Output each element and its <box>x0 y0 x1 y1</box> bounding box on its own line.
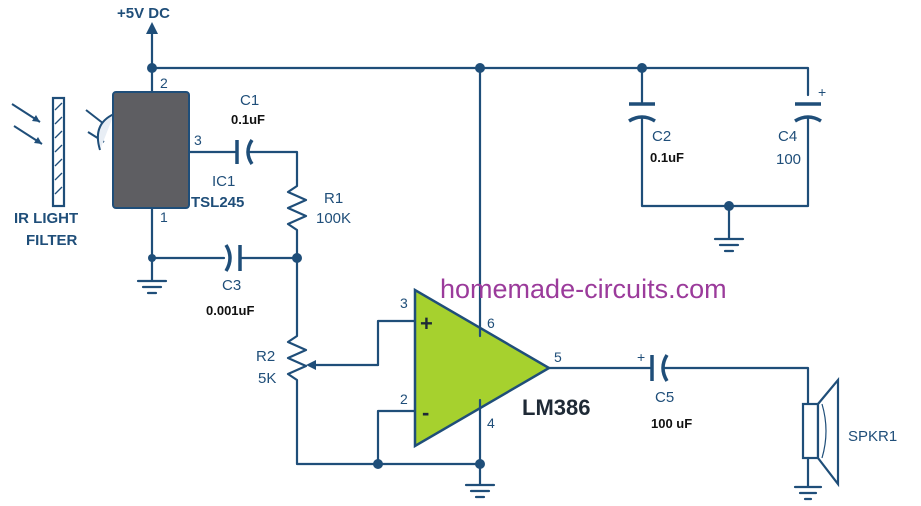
r1-resistor <box>286 178 308 260</box>
c3-value: 0.001uF <box>206 303 254 318</box>
c3-capacitor <box>224 244 242 272</box>
c2-ref: C2 <box>652 128 671 145</box>
c4-value: 100 <box>776 151 801 168</box>
filter-label-line2: FILTER <box>26 232 78 249</box>
c2-value: 0.1uF <box>650 150 684 165</box>
amp-pin6-label: 6 <box>487 315 495 331</box>
ir-light-filter <box>51 96 66 208</box>
filter-label-line1: IR LIGHT <box>14 210 78 227</box>
c3-ref: C3 <box>222 277 241 294</box>
r2-ref: R2 <box>256 348 275 365</box>
amp-pin3-label: 3 <box>400 295 408 311</box>
amp-pin5-label: 5 <box>554 349 562 365</box>
amp-minus-sign: - <box>422 400 429 425</box>
r2-value: 5K <box>258 370 276 387</box>
c5-polarity: + <box>637 349 645 365</box>
r1-value: 100K <box>316 210 351 227</box>
inv-input-wire <box>376 409 417 466</box>
speaker-icon <box>801 376 840 488</box>
r1-ref: R1 <box>324 190 343 207</box>
lm386-amplifier <box>413 287 552 449</box>
amp-plus-sign: + <box>420 311 433 336</box>
ic1-ref: IC1 <box>212 173 235 190</box>
ic1-lens <box>96 113 115 151</box>
r2-wiper-arrow <box>306 360 380 370</box>
c1-ref: C1 <box>240 92 259 109</box>
ground-speaker <box>793 485 823 501</box>
ic1-body <box>112 91 190 209</box>
c5-value: 100 uF <box>651 416 692 431</box>
c1-value: 0.1uF <box>231 112 265 127</box>
ground-caps <box>713 237 745 253</box>
ground-amp <box>464 483 496 499</box>
r2-potentiometer <box>286 256 380 466</box>
amp-pin4-label: 4 <box>487 415 495 431</box>
amp-pin2-label: 2 <box>400 391 408 407</box>
ic1-pin1-label: 1 <box>160 209 168 225</box>
c1-to-r1-wire <box>246 150 299 182</box>
ic1-pin2-label: 2 <box>160 75 168 91</box>
c5-ref: C5 <box>655 389 674 406</box>
node-amp-gnd <box>475 459 485 469</box>
ic1-pin3-label: 3 <box>194 132 202 148</box>
supply-label: +5V DC <box>117 5 170 22</box>
speaker-ref: SPKR1 <box>848 428 897 445</box>
positive-rail <box>150 66 810 97</box>
c4-capacitor <box>794 102 822 123</box>
c5-to-speaker-wire <box>661 366 810 406</box>
supply-arrow <box>146 22 158 70</box>
ic1-part: TSL245 <box>191 194 244 211</box>
watermark: homemade-circuits.com <box>440 274 727 304</box>
amp-part-label: LM386 <box>522 395 590 420</box>
ground-ic1 <box>136 279 168 295</box>
noninv-input-wire <box>376 319 417 367</box>
c4-polarity: + <box>818 84 826 100</box>
c4-ref: C4 <box>778 128 797 145</box>
